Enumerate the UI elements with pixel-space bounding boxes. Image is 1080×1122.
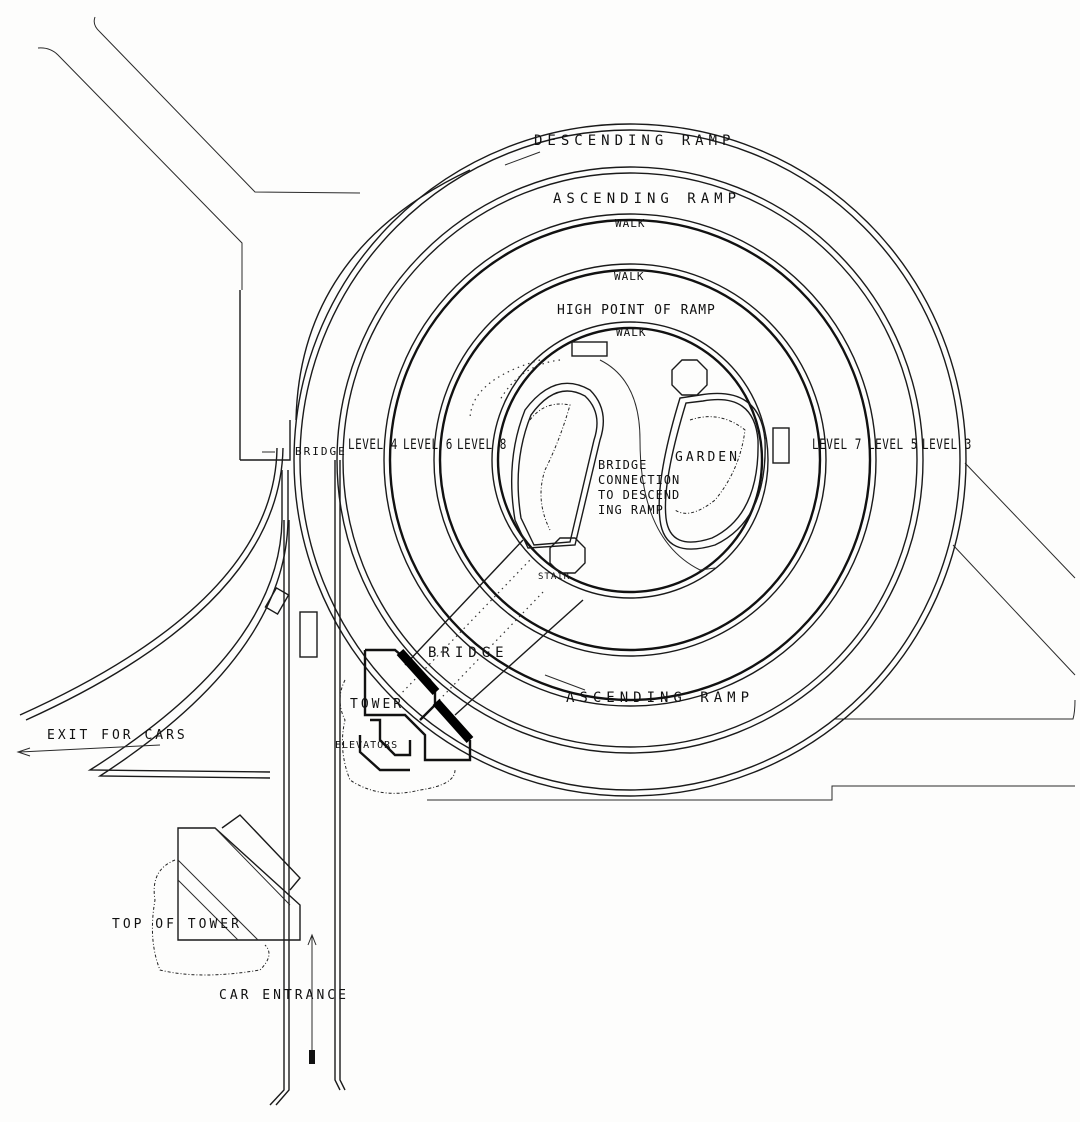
- label-level-3: LEVEL 3: [922, 436, 972, 453]
- arrows: [16, 151, 586, 757]
- label-car-entrance: CAR ENTRANCE: [219, 988, 349, 1003]
- label-level-8: LEVEL 8: [457, 436, 507, 453]
- label-level-6: LEVEL 6: [403, 436, 453, 453]
- label-bridge-connection: BRIDGE CONNECTION TO DESCEND ING RAMP: [598, 458, 680, 518]
- descending-ramp-extension: [19, 169, 471, 779]
- label-level-4: LEVEL 4: [348, 436, 398, 453]
- label-high-point-of-ramp: HIGH POINT OF RAMP: [557, 303, 716, 318]
- label-bridge-left: BRIDGE: [295, 445, 347, 458]
- car-symbols: [264, 341, 608, 658]
- access-road-lines: [37, 16, 1076, 801]
- label-walk-outer: WALK: [615, 217, 646, 230]
- label-bridge-connection-line3: TO DESCEND: [598, 488, 681, 502]
- label-bridge-connection-line1: BRIDGE: [598, 458, 648, 472]
- label-tower: TOWER: [350, 697, 405, 712]
- label-level-5: LEVEL 5: [868, 436, 918, 453]
- garden-islands: [469, 359, 790, 574]
- label-ascending-ramp-bottom: ASCENDING RAMP: [566, 690, 755, 706]
- label-walk-middle: WALK: [614, 270, 645, 283]
- top-of-tower: [151, 814, 301, 976]
- label-descending-ramp: DESCENDING RAMP: [534, 133, 736, 149]
- label-bridge-main: BRIDGE: [428, 645, 509, 661]
- label-walk-inner: WALK: [616, 326, 647, 339]
- car-entrance-road: [269, 460, 346, 1106]
- label-bridge-connection-line2: CONNECTION: [598, 473, 681, 487]
- label-bridge-connection-line4: ING RAMP: [598, 503, 664, 517]
- label-top-of-tower: TOP OF TOWER: [112, 917, 242, 932]
- label-exit-for-cars: EXIT FOR CARS: [47, 728, 188, 743]
- tower: [339, 648, 474, 794]
- label-elevators: ELEVATORS: [335, 740, 399, 751]
- label-ascending-ramp-top: ASCENDING RAMP: [553, 191, 742, 207]
- bridge-structure: [394, 539, 584, 721]
- label-garden: GARDEN: [675, 450, 740, 465]
- label-stair: STAIR: [538, 572, 571, 582]
- label-level-7: LEVEL 7: [812, 436, 862, 453]
- ramp-rings: [293, 123, 967, 797]
